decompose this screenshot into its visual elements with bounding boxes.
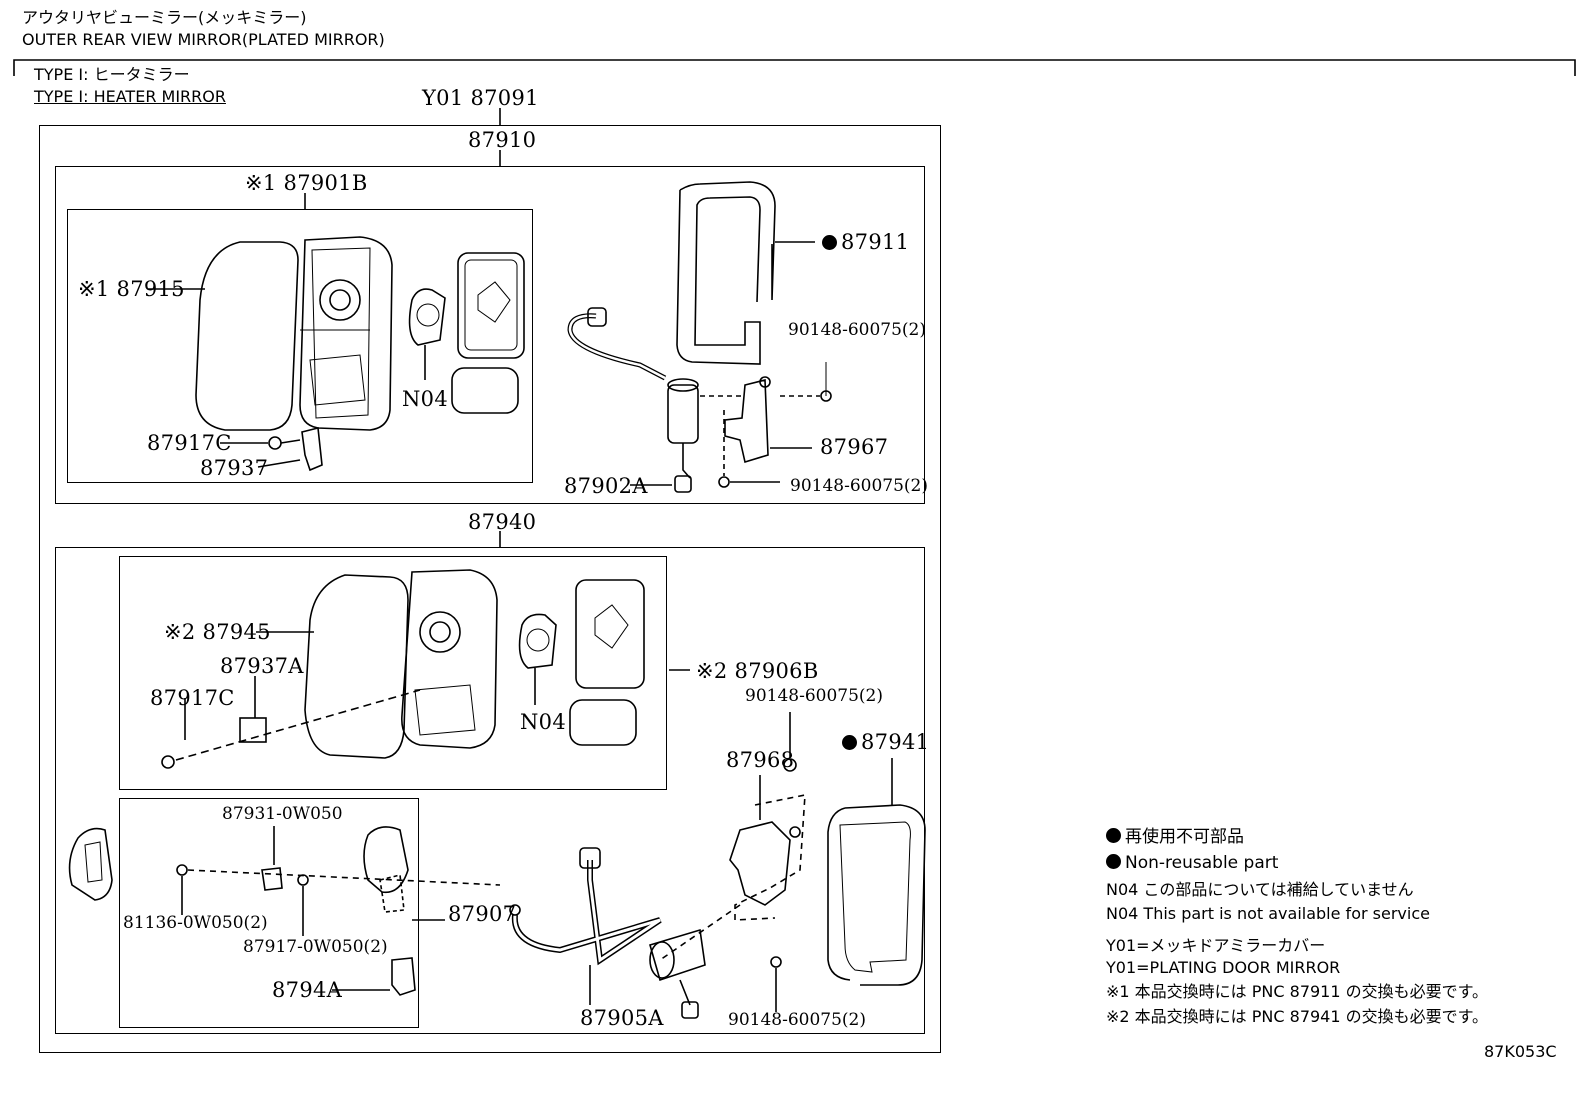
type-en: TYPE I: HEATER MIRROR bbox=[34, 87, 226, 106]
part-87937: 87937 bbox=[200, 456, 269, 480]
part-87967: 87967 bbox=[820, 435, 889, 459]
legend-n04-en: N04 This part is not available for servi… bbox=[1106, 904, 1430, 923]
part-90148-lower-c: 90148-60075(2) bbox=[745, 686, 883, 706]
part-87902A: 87902A bbox=[564, 474, 648, 498]
part-90148-upper-b: 90148-60075(2) bbox=[790, 476, 928, 496]
legend-y01-jp: Y01=メッキドアミラーカバー bbox=[1106, 936, 1326, 955]
part-90148-upper-a: 90148-60075(2) bbox=[788, 320, 926, 340]
legend-y01-en: Y01=PLATING DOOR MIRROR bbox=[1106, 958, 1341, 977]
upper-assembly-box bbox=[55, 166, 925, 504]
mirror-glass-illustration bbox=[195, 241, 299, 431]
lower-mirror-sub-box bbox=[119, 556, 667, 790]
part-87937A: 87937A bbox=[220, 654, 304, 678]
part-81136-0W050: 81136-0W050(2) bbox=[123, 913, 268, 933]
legend-nonreusable-jp: 再使用不可部品 bbox=[1106, 828, 1244, 846]
part-87941: 87941 bbox=[842, 732, 929, 753]
part-87911: 87911 bbox=[822, 232, 909, 253]
part-87906B: ※2 87906B bbox=[696, 659, 819, 683]
part-87907: 87907 bbox=[448, 902, 517, 926]
legend-nonreusable-en: Non-reusable part bbox=[1106, 854, 1278, 872]
part-87901B: ※1 87901B bbox=[245, 171, 368, 195]
lower-assembly-box bbox=[55, 547, 925, 1034]
legend-note-1: ※1 本品交換時には PNC 87911 の交換も必要です。 bbox=[1106, 982, 1489, 1001]
part-87945: ※2 87945 bbox=[164, 620, 271, 644]
assembly-part-number: Y01 87091 bbox=[422, 86, 539, 110]
part-8794A: 8794A bbox=[272, 978, 343, 1002]
part-87915: ※1 87915 bbox=[78, 277, 185, 301]
part-87905A: 87905A bbox=[580, 1006, 664, 1030]
mirror-cover-illustration bbox=[676, 181, 776, 365]
part-87968: 87968 bbox=[726, 748, 795, 772]
mirror-housing-illustration bbox=[299, 236, 393, 431]
upper-assy-part-number: 87910 bbox=[468, 128, 537, 152]
part-87917C-lower: 87917C bbox=[150, 686, 235, 710]
legend-note-2: ※2 本品交換時には PNC 87941 の交換も必要です。 bbox=[1106, 1007, 1489, 1026]
non-reusable-icon bbox=[1106, 828, 1121, 843]
lower-assy-part-number: 87940 bbox=[468, 510, 537, 534]
part-87931-0W050: 87931-0W050 bbox=[222, 804, 343, 824]
title-jp: アウタリヤビューミラー(メッキミラー) bbox=[22, 8, 307, 27]
part-N04-upper: N04 bbox=[402, 387, 448, 411]
cover-parts-box bbox=[119, 798, 419, 1028]
non-reusable-icon bbox=[1106, 854, 1121, 869]
part-N04-lower: N04 bbox=[520, 710, 566, 734]
lower-mirror-cover-illustration bbox=[827, 804, 926, 986]
non-reusable-icon bbox=[842, 735, 857, 750]
part-87917-0W050: 87917-0W050(2) bbox=[243, 937, 388, 957]
actuator-illustration bbox=[408, 288, 446, 346]
non-reusable-icon bbox=[822, 235, 837, 250]
title-en: OUTER REAR VIEW MIRROR(PLATED MIRROR) bbox=[22, 30, 385, 49]
motor-illustration bbox=[667, 384, 699, 444]
legend-n04-jp: N04 この部品については補給していません bbox=[1106, 880, 1414, 899]
type-jp: TYPE I: ヒータミラー bbox=[34, 65, 190, 84]
part-90148-lower-d: 90148-60075(2) bbox=[728, 1010, 866, 1030]
outer-assembly-box bbox=[39, 125, 941, 1053]
mirror-sub-assembly-box bbox=[67, 209, 533, 483]
figure-code: 87K053C bbox=[1484, 1042, 1557, 1061]
part-87917C-upper: 87917C bbox=[147, 431, 232, 455]
